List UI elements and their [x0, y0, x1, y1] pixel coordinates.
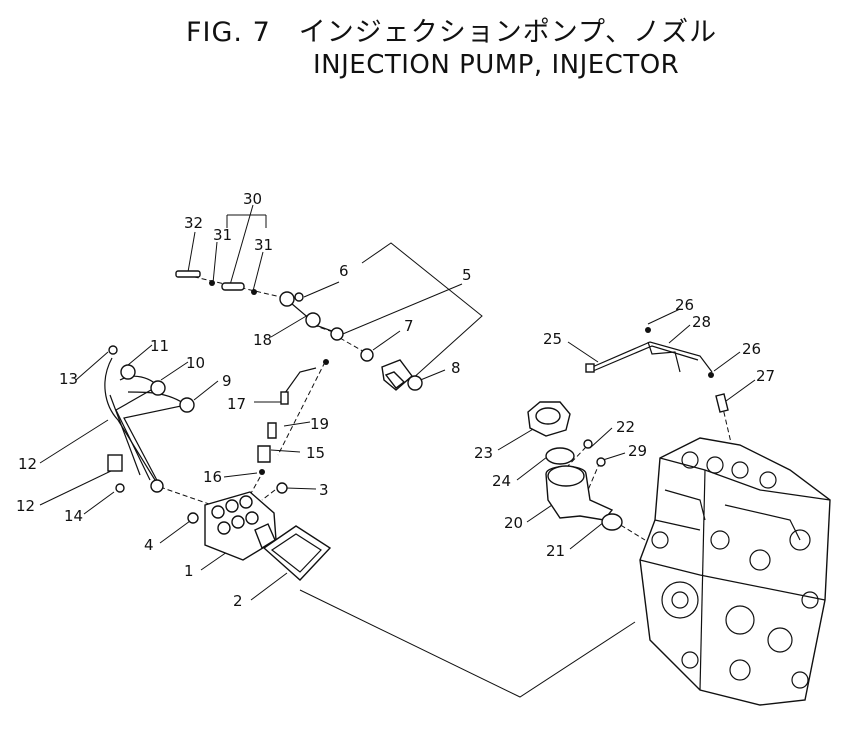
callout-5: 5 [462, 266, 472, 284]
callout-26: 26 [742, 340, 761, 358]
callout-14: 14 [64, 507, 83, 525]
callout-24: 24 [492, 472, 511, 490]
callout-28: 28 [692, 313, 711, 331]
callout-3: 3 [319, 481, 329, 499]
injection-pump [204, 491, 332, 581]
callout-20: 20 [504, 514, 523, 532]
thermostat-parts [527, 401, 623, 531]
callout-2: 2 [233, 592, 243, 610]
water-pipe [585, 327, 729, 413]
callout-16: 16 [203, 468, 222, 486]
callout-25: 25 [543, 330, 562, 348]
engine-block [639, 437, 831, 706]
callout-labels: 30 32 31 31 6 5 7 18 11 10 8 13 9 17 19 … [16, 190, 775, 610]
callout-23: 23 [474, 444, 493, 462]
callout-10: 10 [186, 354, 205, 372]
callout-30: 30 [243, 190, 262, 208]
callout-29: 29 [628, 442, 647, 460]
callout-13: 13 [59, 370, 78, 388]
callout-32: 32 [184, 214, 203, 232]
callout-22: 22 [616, 418, 635, 436]
figure-title-english: INJECTION PUMP, INJECTOR [313, 50, 680, 80]
callout-11: 11 [150, 337, 169, 355]
callout-31: 31 [213, 226, 232, 244]
leak-off-pipe [175, 270, 344, 405]
callout-1: 1 [184, 562, 194, 580]
callout-9: 9 [222, 372, 232, 390]
callout-6: 6 [339, 262, 349, 280]
callout-4: 4 [144, 536, 154, 554]
callout-12: 12 [18, 455, 37, 473]
fittings [187, 422, 288, 524]
injector-nozzle [360, 348, 423, 391]
figure-number: FIG. 7 [186, 17, 271, 48]
callout-31: 31 [254, 236, 273, 254]
callout-7: 7 [404, 317, 414, 335]
figure-title-japanese: インジェクションポンプ、ノズル [298, 17, 718, 48]
callout-12: 12 [16, 497, 35, 515]
callout-8: 8 [451, 359, 461, 377]
callout-19: 19 [310, 415, 329, 433]
callout-17: 17 [227, 395, 246, 413]
callout-21: 21 [546, 542, 565, 560]
callout-27: 27 [756, 367, 775, 385]
callout-18: 18 [253, 331, 272, 349]
callout-15: 15 [306, 444, 325, 462]
leader-lines [39, 204, 756, 601]
figure-title: FIG. 7 インジェクションポンプ、ノズル [186, 10, 717, 49]
callout-26: 26 [675, 296, 694, 314]
injection-pipes [104, 345, 195, 493]
